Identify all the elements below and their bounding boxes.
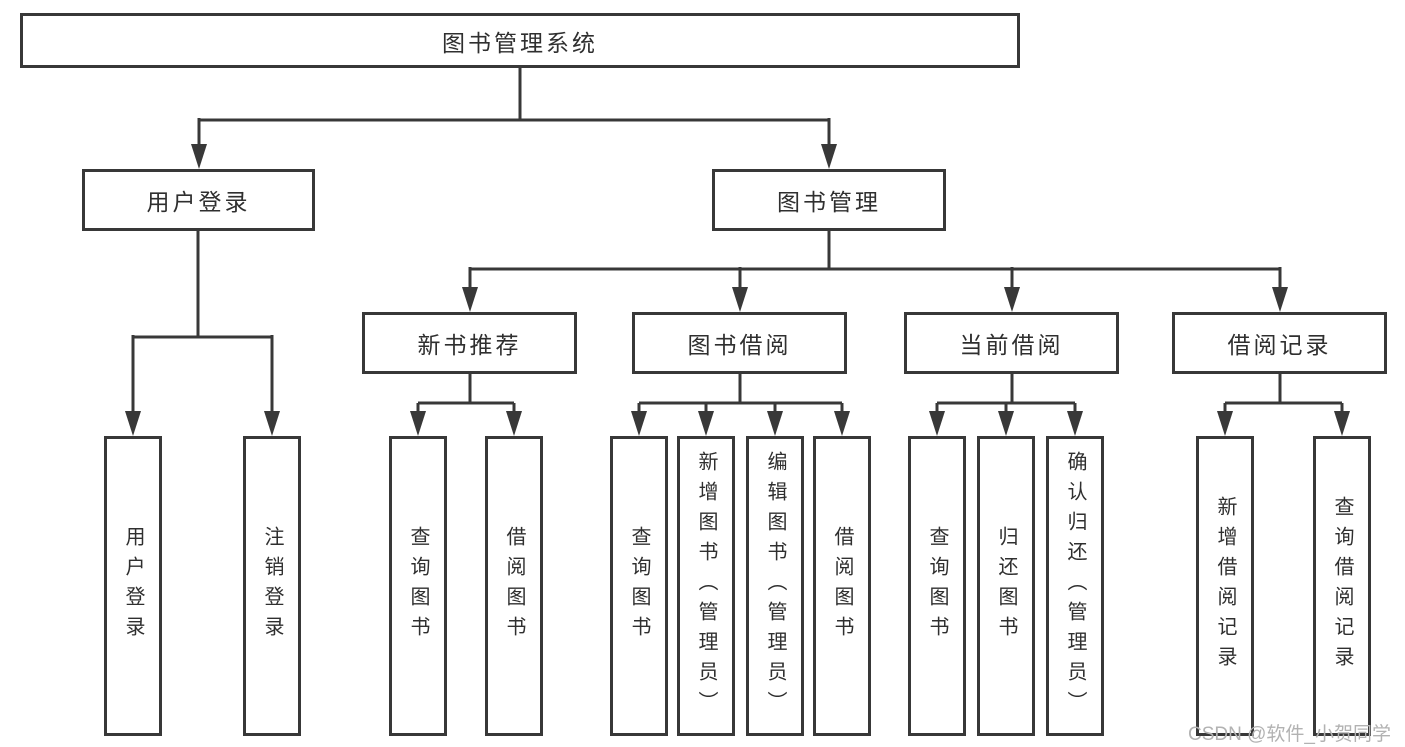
leaf-rec-query-book: 查询图书 xyxy=(389,436,447,736)
leaf-add-borrow-record-label: 新增借阅记录 xyxy=(1214,496,1236,676)
leaf-current-query-book-label: 查询图书 xyxy=(926,526,948,646)
leaf-logout: 注销登录 xyxy=(243,436,301,736)
node-user-login: 用户登录 xyxy=(82,169,315,231)
node-current-borrow-label: 当前借阅 xyxy=(959,332,1064,358)
node-current-borrow: 当前借阅 xyxy=(904,312,1119,374)
leaf-return-book-label: 归还图书 xyxy=(995,526,1017,646)
connector-user-login-children xyxy=(125,231,280,436)
node-borrow-record-label: 借阅记录 xyxy=(1227,332,1332,358)
node-new-book-rec: 新书推荐 xyxy=(362,312,577,374)
leaf-confirm-return-admin-label: 确认归还（管理员） xyxy=(1064,451,1086,721)
leaf-borrow-query-book-label: 查询图书 xyxy=(628,526,650,646)
node-book-mgmt: 图书管理 xyxy=(712,169,946,231)
connector-current-borrow-children xyxy=(929,374,1083,436)
node-user-login-label: 用户登录 xyxy=(146,189,251,215)
leaf-query-borrow-record-label: 查询借阅记录 xyxy=(1331,496,1353,676)
leaf-borrow-borrow-book-label: 借阅图书 xyxy=(831,526,853,646)
node-root: 图书管理系统 xyxy=(20,13,1020,68)
leaf-edit-book-admin-label: 编辑图书（管理员） xyxy=(764,451,786,721)
connector-book-borrow-children xyxy=(631,374,850,436)
leaf-user-login-label: 用户登录 xyxy=(122,526,144,646)
leaf-rec-borrow-book: 借阅图书 xyxy=(485,436,543,736)
leaf-rec-query-book-label: 查询图书 xyxy=(407,526,429,646)
node-book-mgmt-label: 图书管理 xyxy=(777,189,881,215)
leaf-add-book-admin-label: 新增图书（管理员） xyxy=(695,451,717,721)
node-root-label: 图书管理系统 xyxy=(442,29,598,56)
csdn-watermark: CSDN @软件_小贺同学 xyxy=(1188,724,1391,745)
connector-new-book-rec-children xyxy=(410,374,522,436)
leaf-user-login: 用户登录 xyxy=(104,436,162,736)
leaf-logout-label: 注销登录 xyxy=(261,526,283,646)
leaf-borrow-borrow-book: 借阅图书 xyxy=(813,436,871,736)
leaf-confirm-return-admin: 确认归还（管理员） xyxy=(1046,436,1104,736)
leaf-current-query-book: 查询图书 xyxy=(908,436,966,736)
leaf-query-borrow-record: 查询借阅记录 xyxy=(1313,436,1371,736)
leaf-edit-book-admin: 编辑图书（管理员） xyxy=(746,436,804,736)
leaf-return-book: 归还图书 xyxy=(977,436,1035,736)
connector-borrow-record-children xyxy=(1217,374,1350,436)
node-book-borrow: 图书借阅 xyxy=(632,312,847,374)
node-book-borrow-label: 图书借阅 xyxy=(687,332,792,358)
node-borrow-record: 借阅记录 xyxy=(1172,312,1387,374)
connector-root-to-level2 xyxy=(191,67,837,169)
leaf-rec-borrow-book-label: 借阅图书 xyxy=(503,526,525,646)
leaf-add-borrow-record: 新增借阅记录 xyxy=(1196,436,1254,736)
node-new-book-rec-label: 新书推荐 xyxy=(417,332,522,358)
leaf-add-book-admin: 新增图书（管理员） xyxy=(677,436,735,736)
leaf-borrow-query-book: 查询图书 xyxy=(610,436,668,736)
connector-book-mgmt-children xyxy=(462,231,1288,312)
